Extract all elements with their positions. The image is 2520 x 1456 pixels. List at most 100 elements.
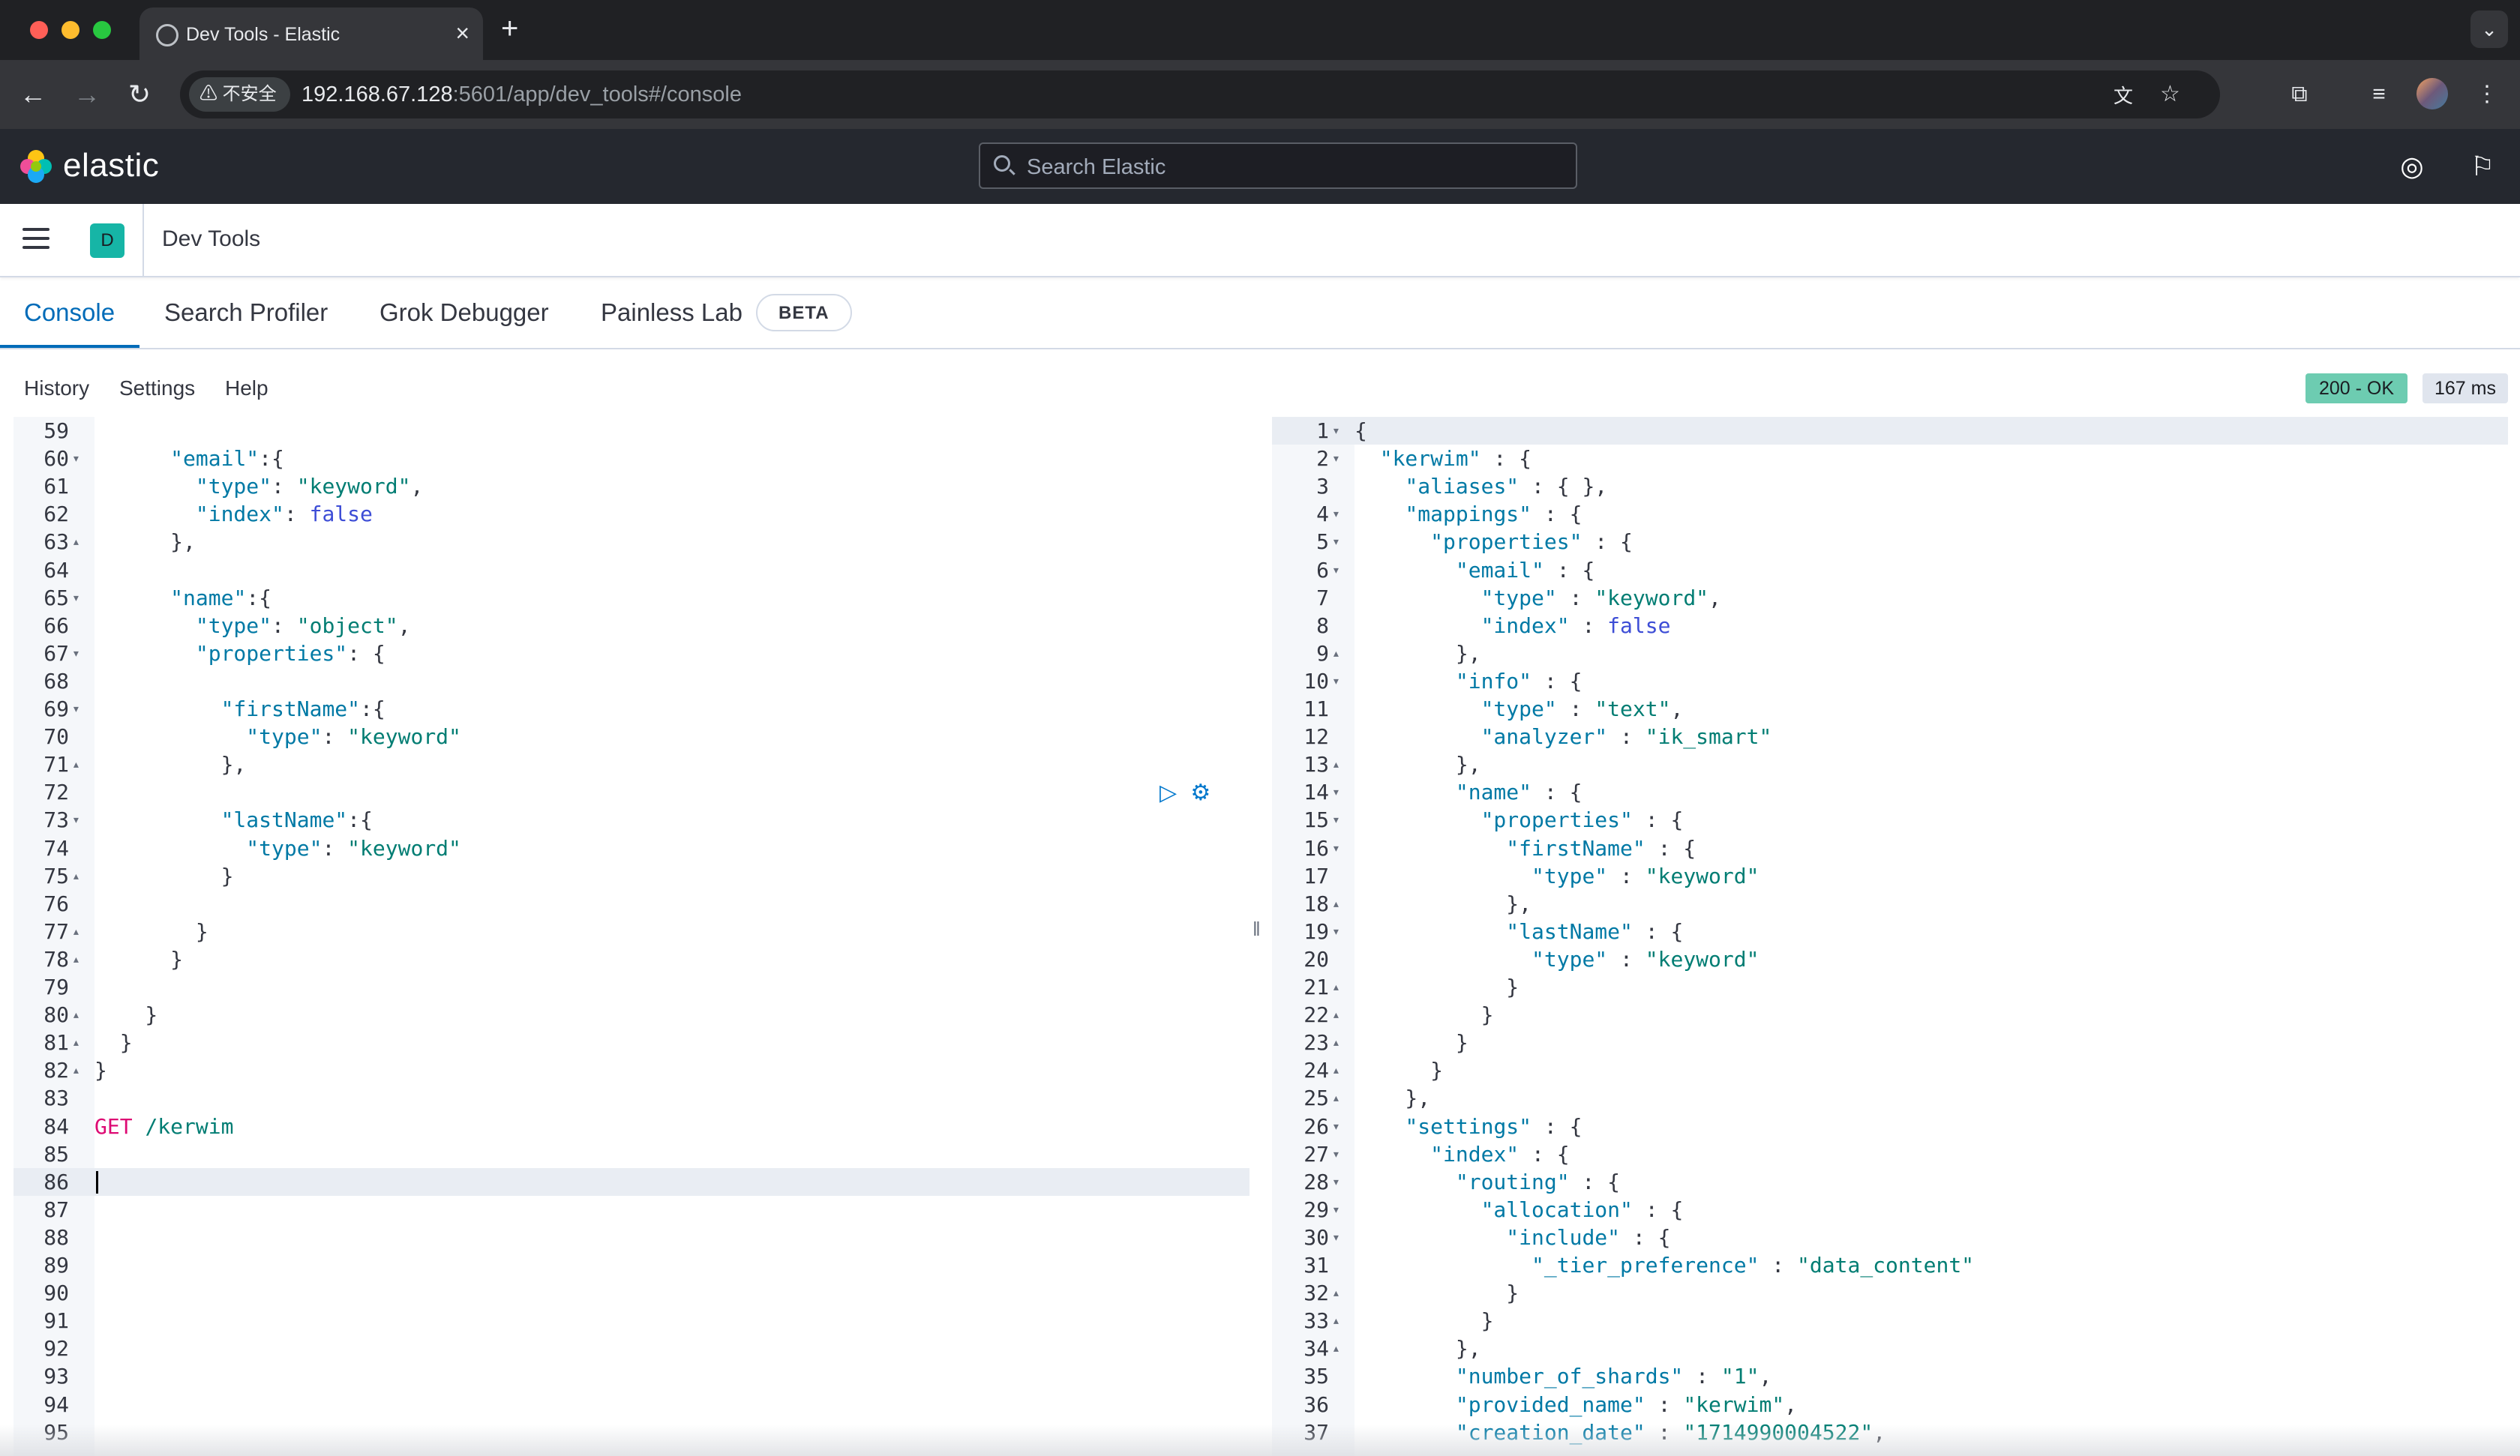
zoom-window-button[interactable] [93, 21, 111, 39]
request-editor-gutter [14, 417, 94, 1456]
fold-arrow-up-icon[interactable]: ▴ [72, 1007, 80, 1023]
newsfeed-icon[interactable]: ⚐ [2470, 151, 2495, 181]
fold-arrow-down-icon[interactable]: ▾ [1332, 784, 1340, 801]
fold-arrow-up-icon[interactable]: ▴ [72, 534, 80, 550]
fold-arrow-down-icon[interactable]: ▾ [1332, 506, 1340, 523]
code-line: 35 "number_of_shards" : "1", [1272, 1362, 2508, 1390]
fold-arrow-up-icon[interactable]: ▴ [72, 923, 80, 939]
fold-arrow-down-icon[interactable]: ▾ [1332, 534, 1340, 550]
send-request-icon[interactable]: ▷ [1160, 780, 1178, 805]
url-text[interactable]: 192.168.67.128:5601/app/dev_tools#/conso… [302, 82, 742, 107]
fold-arrow-up-icon[interactable]: ▴ [1332, 645, 1340, 661]
fold-arrow-down-icon[interactable]: ▾ [72, 645, 80, 661]
fold-arrow-up-icon[interactable]: ▴ [72, 1062, 80, 1079]
line-number: 77 [44, 918, 69, 944]
close-tab-icon[interactable]: × [455, 19, 470, 46]
settings-link[interactable]: Settings [119, 376, 196, 400]
fold-arrow-down-icon[interactable]: ▾ [1332, 840, 1340, 856]
fold-arrow-up-icon[interactable]: ▴ [1332, 1313, 1340, 1329]
code-line: 70 "type": "keyword" [14, 723, 1250, 750]
fold-arrow-up-icon[interactable]: ▴ [1332, 1285, 1340, 1302]
line-number: 21 [1304, 975, 1329, 999]
request-options-wrench-icon[interactable]: ⚙ [1190, 780, 1211, 805]
line-number: 18 [1304, 891, 1329, 916]
fold-arrow-down-icon[interactable]: ▾ [1332, 562, 1340, 578]
new-tab-button[interactable]: + [501, 12, 519, 45]
tab-console[interactable]: Console [24, 298, 116, 326]
tab-grok-debugger[interactable]: Grok Debugger [380, 298, 549, 326]
browser-menu-icon[interactable]: ⋮ [2476, 82, 2498, 106]
fold-arrow-down-icon[interactable]: ▾ [72, 451, 80, 467]
code-line: 3 "aliases" : { }, [1272, 472, 2508, 500]
fold-arrow-up-icon[interactable]: ▴ [1332, 895, 1340, 912]
address-bar[interactable]: ⚠ 不安全 192.168.67.128:5601/app/dev_tools#… [180, 70, 2220, 118]
forward-arrow-icon[interactable]: → [74, 79, 100, 109]
minimize-window-button[interactable] [62, 21, 80, 39]
not-secure-badge[interactable]: ⚠ 不安全 [189, 77, 290, 112]
extensions-icon[interactable]: ⧉ [2291, 82, 2308, 106]
bookmark-star-icon[interactable]: ☆ [2160, 82, 2180, 106]
help-link[interactable]: Help [225, 376, 268, 400]
profile-avatar[interactable] [2416, 78, 2448, 109]
fold-arrow-up-icon[interactable]: ▴ [72, 1035, 80, 1051]
browser-tab[interactable]: Dev Tools - Elastic × [140, 7, 483, 60]
fold-arrow-down-icon[interactable]: ▾ [72, 812, 80, 828]
translate-icon[interactable]: 文 [2114, 85, 2134, 107]
fold-arrow-up-icon[interactable]: ▴ [1332, 1062, 1340, 1079]
fold-arrow-up-icon[interactable]: ▴ [72, 756, 80, 773]
tab-search-button[interactable]: ⌄ [2470, 10, 2508, 48]
code-line: 83 [14, 1084, 1250, 1112]
line-number: 12 [1304, 724, 1329, 750]
fold-arrow-up-icon[interactable]: ▴ [1332, 979, 1340, 995]
fold-arrow-down-icon[interactable]: ▾ [1332, 1118, 1340, 1134]
tab-painless-lab[interactable]: Painless Lab [601, 298, 742, 326]
code-line: 18▴ }, [1272, 890, 2508, 918]
fold-arrow-down-icon[interactable]: ▾ [72, 701, 80, 717]
code-line: 24▴ } [1272, 1056, 2508, 1084]
fold-arrow-down-icon[interactable]: ▾ [1332, 423, 1340, 439]
search-input[interactable] [1025, 151, 1553, 183]
line-number: 29 [1304, 1197, 1329, 1222]
line-number: 10 [1304, 668, 1329, 694]
hamburger-menu-icon[interactable] [22, 228, 50, 249]
tab-search-profiler[interactable]: Search Profiler [164, 298, 328, 326]
fold-arrow-down-icon[interactable]: ▾ [1332, 1146, 1340, 1162]
fold-arrow-down-icon[interactable]: ▾ [1332, 923, 1340, 939]
fold-arrow-up-icon[interactable]: ▴ [1332, 756, 1340, 773]
history-link[interactable]: History [24, 376, 90, 400]
code-text: "settings" : { [1405, 1113, 1582, 1139]
code-line: 13▴ }, [1272, 750, 2508, 778]
code-text: GET /kerwim [94, 1113, 234, 1139]
code-line: 27▾ "index" : { [1272, 1140, 2508, 1168]
panel-resizer-handle[interactable]: ‖ [1252, 918, 1261, 940]
fold-arrow-up-icon[interactable]: ▴ [1332, 1341, 1340, 1357]
fold-arrow-down-icon[interactable]: ▾ [1332, 812, 1340, 828]
code-text: "mappings" : { [1405, 502, 1582, 527]
fold-arrow-up-icon[interactable]: ▴ [72, 951, 80, 967]
line-number: 59 [44, 418, 69, 443]
fold-arrow-up-icon[interactable]: ▴ [1332, 1007, 1340, 1023]
fold-arrow-up-icon[interactable]: ▴ [1332, 1035, 1340, 1051]
line-number: 88 [44, 1224, 69, 1250]
code-line: 19▾ "lastName" : { [1272, 918, 2508, 945]
favicon-icon [156, 24, 178, 46]
fold-arrow-down-icon[interactable]: ▾ [1332, 1201, 1340, 1218]
fold-arrow-down-icon[interactable]: ▾ [1332, 673, 1340, 689]
fold-arrow-up-icon[interactable]: ▴ [1332, 1090, 1340, 1107]
fold-arrow-down-icon[interactable]: ▾ [1332, 451, 1340, 467]
elastic-logo-icon[interactable] [18, 148, 54, 184]
fold-arrow-down-icon[interactable]: ▾ [1332, 1173, 1340, 1190]
global-search[interactable] [979, 142, 1577, 189]
back-arrow-icon[interactable]: ← [20, 79, 46, 109]
fold-arrow-down-icon[interactable]: ▾ [72, 589, 80, 606]
close-window-button[interactable] [30, 21, 48, 39]
fold-arrow-up-icon[interactable]: ▴ [72, 867, 80, 884]
space-avatar[interactable]: D [90, 223, 124, 258]
fold-arrow-down-icon[interactable]: ▾ [1332, 1229, 1340, 1245]
reload-icon[interactable]: ↻ [128, 79, 152, 109]
code-text: "_tier_preference" : "data_content" [1532, 1253, 1975, 1278]
help-icon[interactable]: ◎ [2400, 151, 2424, 181]
media-controls-icon[interactable]: ≡ [2372, 82, 2386, 106]
code-line: 6▾ "email" : { [1272, 556, 2508, 584]
